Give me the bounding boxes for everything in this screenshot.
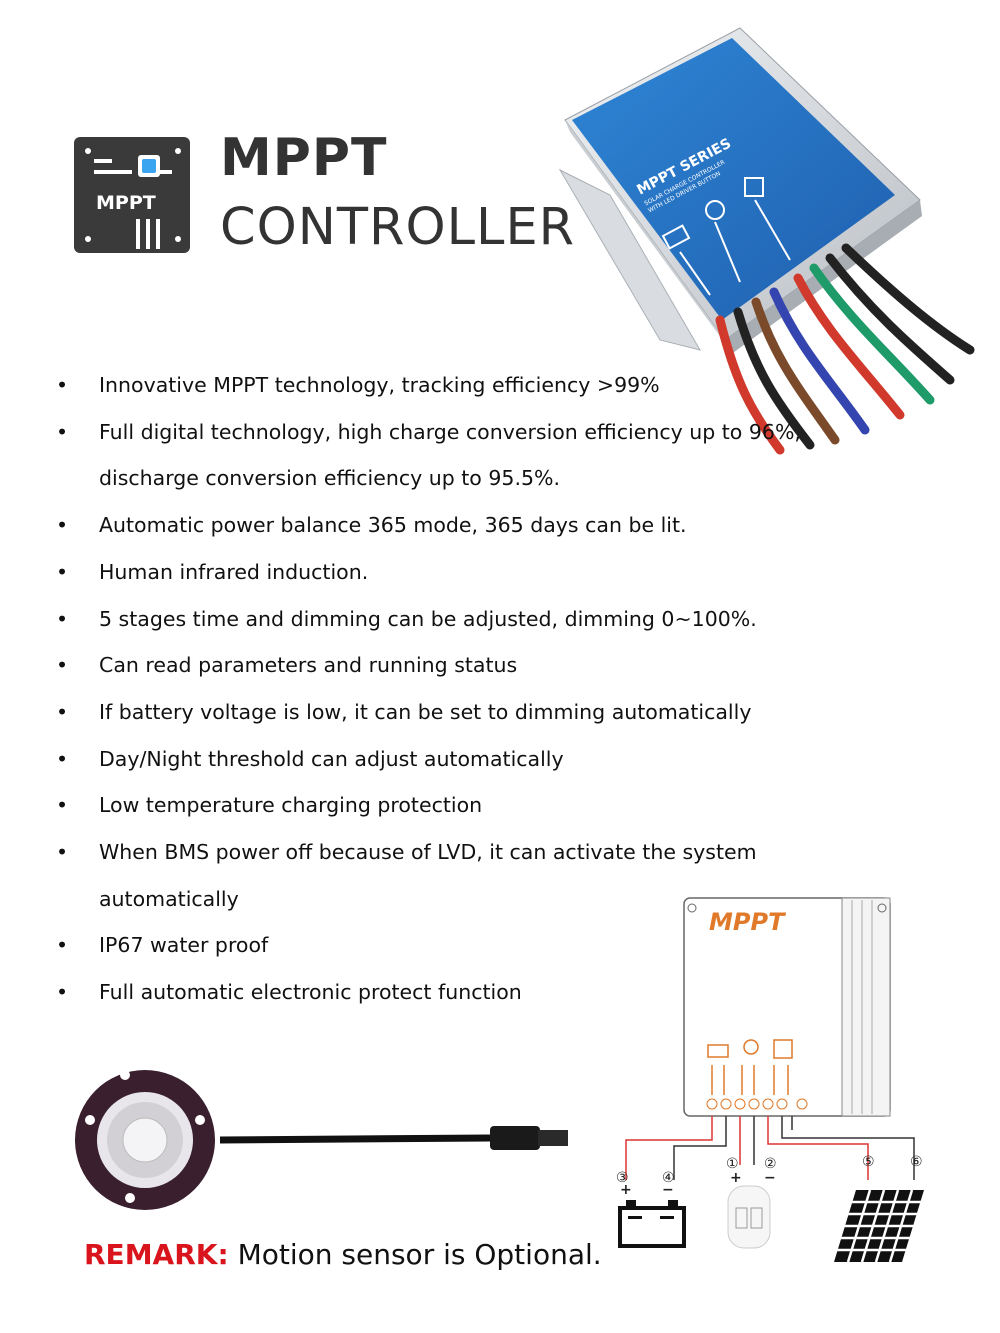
- lamp-minus-label: −: [764, 1170, 776, 1186]
- feature-item: •IP67 water proof: [56, 922, 856, 969]
- page-title-line1: MPPT: [220, 128, 388, 188]
- remark-note: REMARK: Motion sensor is Optional.: [84, 1238, 602, 1271]
- bullet-icon: •: [56, 699, 69, 724]
- battery-plus-label: +: [620, 1182, 632, 1198]
- motion-sensor-image: [75, 1070, 568, 1210]
- feature-item: •Can read parameters and running status: [56, 642, 856, 689]
- page-title-line2: CONTROLLER: [220, 198, 576, 257]
- remark-text: Motion sensor is Optional.: [228, 1238, 602, 1271]
- terminal-6-label: ⑥: [910, 1154, 923, 1170]
- battery-minus-label: −: [662, 1182, 674, 1198]
- bullet-icon: •: [56, 793, 69, 818]
- bullet-icon: •: [56, 606, 69, 631]
- bullet-icon: •: [56, 559, 69, 584]
- feature-list: •Innovative MPPT technology, tracking ef…: [56, 362, 856, 1016]
- mppt-logo-icon: MPPT: [74, 137, 190, 253]
- bullet-icon: •: [56, 513, 69, 538]
- feature-item: •Innovative MPPT technology, tracking ef…: [56, 362, 856, 409]
- lamp-plus-label: +: [730, 1170, 742, 1186]
- terminal-2-label: ②: [764, 1156, 777, 1172]
- terminal-1-label: ①: [726, 1156, 739, 1172]
- remark-label: REMARK:: [84, 1238, 229, 1271]
- bullet-icon: •: [56, 980, 69, 1005]
- logo-label: MPPT: [96, 192, 156, 214]
- terminal-3-label: ③: [616, 1170, 629, 1186]
- feature-item: •Low temperature charging protection: [56, 782, 856, 829]
- feature-item: •Day/Night threshold can adjust automati…: [56, 736, 856, 783]
- terminal-4-label: ④: [662, 1170, 675, 1186]
- feature-item: •Full automatic electronic protect funct…: [56, 969, 856, 1016]
- bullet-icon: •: [56, 419, 69, 444]
- battery-icon: [618, 1200, 686, 1248]
- feature-item-continuation: discharge conversion efficiency up to 95…: [99, 466, 561, 491]
- feature-item: •Automatic power balance 365 mode, 365 d…: [56, 502, 856, 549]
- bullet-icon: •: [56, 746, 69, 771]
- feature-item: •Human infrared induction.: [56, 549, 856, 596]
- feature-item-continuation: automatically: [99, 886, 239, 911]
- led-lamp-icon: [727, 1185, 771, 1249]
- bullet-icon: •: [56, 653, 69, 678]
- bullet-icon: •: [56, 840, 69, 865]
- wiring-diagram: MPPT ③ ④ ① ② ⑤ ⑥ + − + −: [616, 897, 924, 1263]
- feature-item: •If battery voltage is low, it can be se…: [56, 689, 856, 736]
- feature-item: •Full digital technology, high charge co…: [56, 409, 856, 456]
- feature-item: •5 stages time and dimming can be adjust…: [56, 596, 856, 643]
- feature-item: •When BMS power off because of LVD, it c…: [56, 829, 856, 876]
- terminal-5-label: ⑤: [862, 1154, 875, 1170]
- controller-product-image: MPPT SERIES SOLAR CHARGE CONTROLLER WITH…: [558, 27, 975, 455]
- diagram-brand: MPPT: [709, 908, 786, 936]
- bullet-icon: •: [56, 373, 69, 397]
- bullet-icon: •: [56, 933, 69, 958]
